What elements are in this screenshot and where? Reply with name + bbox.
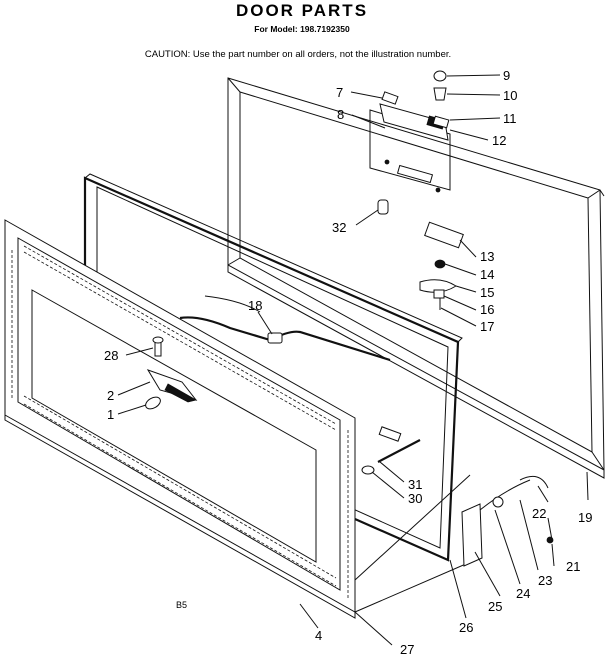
callout-14: 14	[480, 267, 494, 282]
vent-slots	[11, 245, 349, 600]
latch-assembly	[145, 336, 198, 410]
model-number: For Model: 198.7192350	[254, 24, 350, 34]
door-wire-part-18	[179, 295, 391, 362]
callout-25: 25	[488, 599, 502, 614]
callout-32: 32	[332, 220, 346, 235]
callout-10: 10	[503, 88, 517, 103]
callout-28: 28	[104, 348, 118, 363]
callout-1: 1	[107, 407, 114, 422]
callout-11: 11	[503, 111, 517, 126]
leader-lines	[117, 74, 555, 646]
callout-12: 12	[492, 133, 506, 148]
diagram-title: DOOR PARTS	[236, 1, 368, 20]
lower-hinge-parts	[461, 471, 589, 567]
callout-8: 8	[337, 107, 344, 122]
callout-22: 22	[532, 506, 546, 521]
callout-31: 31	[408, 477, 422, 492]
callout-numbers: 7 8 9 10 11 12 32 13 14 15 16 17 18 28 2…	[104, 68, 592, 656]
callout-15: 15	[480, 285, 494, 300]
callout-4: 4	[315, 628, 322, 643]
callout-24: 24	[516, 586, 530, 601]
hinge-screw-parts	[361, 426, 421, 475]
callout-7: 7	[336, 85, 343, 100]
callout-2: 2	[107, 388, 114, 403]
callout-21: 21	[566, 559, 580, 574]
callout-27: 27	[400, 642, 414, 656]
callout-18: 18	[248, 298, 262, 313]
callout-13: 13	[480, 249, 494, 264]
callout-17: 17	[480, 319, 494, 334]
callout-16: 16	[480, 302, 494, 317]
inner-door-panel	[4, 219, 476, 619]
back-door-frame	[227, 77, 605, 479]
callout-9: 9	[503, 68, 510, 83]
callout-19: 19	[578, 510, 592, 525]
callout-30: 30	[408, 491, 422, 506]
callout-26: 26	[459, 620, 473, 635]
caution-note: CAUTION: Use the part number on all orde…	[145, 49, 451, 60]
side-latch-hardware	[377, 199, 464, 310]
figure-code: B5	[176, 600, 187, 610]
top-handle-hardware	[379, 70, 450, 141]
callout-23: 23	[538, 573, 552, 588]
